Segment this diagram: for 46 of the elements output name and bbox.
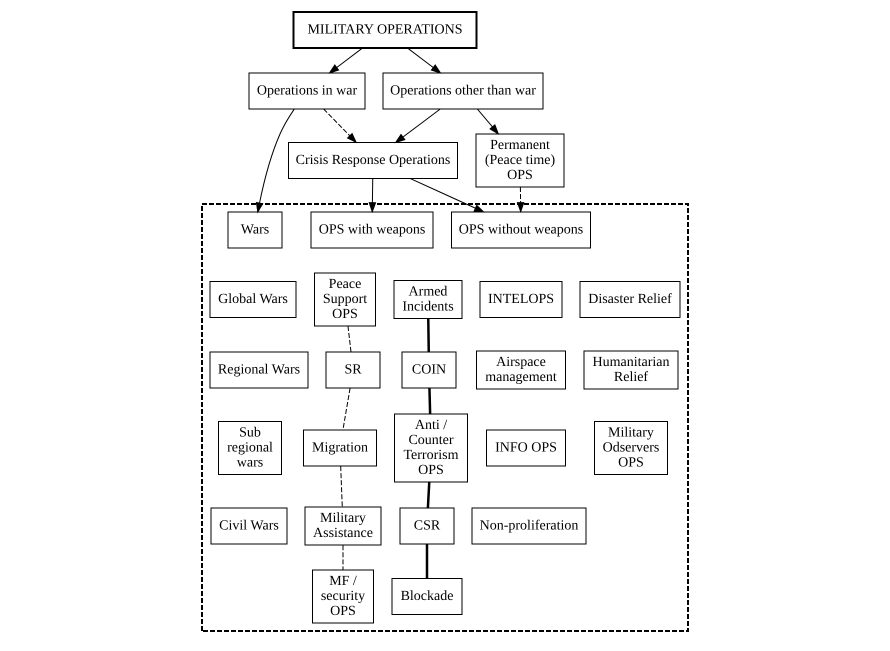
node-box: Sub regional wars xyxy=(218,421,282,475)
arrow xyxy=(323,108,358,144)
connector xyxy=(426,482,430,508)
node-box: Military Odservers OPS xyxy=(594,421,668,475)
node-box: Military Assistance xyxy=(304,506,382,546)
connector xyxy=(426,544,428,578)
node-box: CSR xyxy=(400,508,454,544)
node-box: MF / security OPS xyxy=(312,570,374,624)
arrow xyxy=(476,108,500,135)
node-box: Non-proliferation xyxy=(472,508,586,544)
arrow xyxy=(410,178,486,213)
node-box: Humanitarian Relief xyxy=(584,350,678,390)
node-box: Blockade xyxy=(392,578,462,615)
connector xyxy=(340,466,343,508)
connector xyxy=(342,388,351,430)
node-box: Permanent (Peace time) OPS xyxy=(476,134,564,188)
node-box: OPS without weapons xyxy=(451,212,591,248)
connector xyxy=(347,326,352,352)
node-box: Armed Incidents xyxy=(394,280,462,319)
node-box: Civil Wars xyxy=(210,508,288,544)
node-box: Disaster Relief xyxy=(580,281,680,318)
connector xyxy=(428,388,432,414)
node-box: Peace Support OPS xyxy=(314,272,376,326)
node-box: Migration xyxy=(303,430,377,466)
arrow xyxy=(407,48,442,74)
arrow xyxy=(256,108,295,214)
node-box: COIN xyxy=(402,352,456,388)
arrow xyxy=(394,108,441,144)
node-box: MILITARY OPERATIONS xyxy=(292,11,478,49)
arrow xyxy=(328,48,363,74)
node-box: OPS with weapons xyxy=(310,212,434,248)
connector xyxy=(342,544,344,570)
node-box: Regional Wars xyxy=(210,352,308,388)
connector xyxy=(427,318,430,352)
node-box: INTELOPS xyxy=(480,281,562,318)
node-box: Crisis Response Operations xyxy=(288,142,458,179)
arrow xyxy=(368,178,376,214)
node-box: Airspace management xyxy=(476,350,566,390)
node-box: SR xyxy=(326,352,380,388)
node-box: Anti / Counter Terrorism OPS xyxy=(394,414,468,482)
node-box: Wars xyxy=(228,212,282,248)
node-box: Operations other than war xyxy=(382,72,544,110)
node-box: Operations in war xyxy=(248,72,366,110)
arrow xyxy=(516,186,524,214)
node-box: Global Wars xyxy=(210,281,296,318)
node-box: INFO OPS xyxy=(486,430,566,466)
